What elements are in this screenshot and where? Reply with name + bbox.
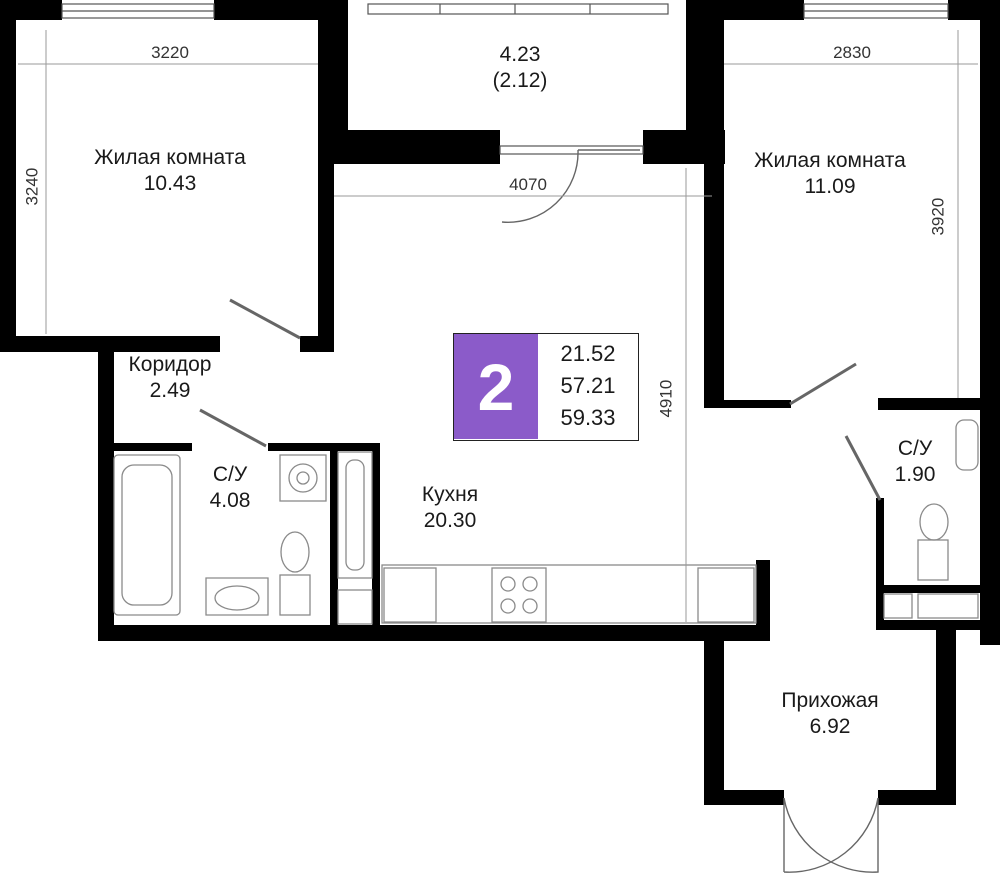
wall-segment [686,0,704,150]
wall-segment [713,400,791,408]
wall-segment [98,625,720,641]
wall-segment [704,0,724,408]
room-name: Прихожая [781,689,879,712]
door-leaf [844,435,882,501]
room-balcony: 4.23 (2.12) [440,42,600,95]
walls [0,0,1000,805]
wall-segment [704,625,724,805]
wall-segment [268,443,380,451]
wall-segment [214,0,348,20]
dim-living2-width: 2830 [833,43,871,62]
room-name: Кухня [421,483,479,506]
dim-living1-width: 3220 [151,43,189,62]
entrance-door-swing [783,797,879,873]
total-area: 57.21 [560,373,616,398]
dim-kitchen-width: 4070 [509,175,547,194]
wall-segment [330,0,348,150]
wall-segment [98,340,114,640]
toilet-icon [280,531,310,573]
wall-segment [300,336,334,352]
wall-segment [936,625,956,805]
summary-badge: 2 21.52 57.21 59.33 [453,333,639,441]
counter-icon [381,564,757,624]
windows [61,3,949,155]
wall-segment [704,790,784,805]
wall-segment [756,560,770,640]
wall-segment [980,0,1000,645]
room-area: 11.09 [804,175,856,199]
sink2-icon [955,419,979,471]
room-area: 6.92 [809,715,851,739]
wall-segment [114,443,192,451]
fixtures [113,419,979,625]
room-name: С/У [897,437,933,460]
room-hall: Прихожая 6.92 [760,688,900,741]
room-area-reduced: (2.12) [492,69,548,93]
wall-segment [0,0,16,352]
room-kitchen: Кухня 20.30 [390,482,510,535]
oven-icon [697,567,755,623]
kitchen-sink-icon [383,567,437,623]
stove-icon [491,567,547,623]
balcony-door-frame [499,145,644,155]
wall-segment [330,443,338,633]
wall-segment [876,585,1000,593]
room-area: 2.49 [149,379,191,403]
room-corridor: Коридор 2.49 [110,352,230,405]
wall-segment [372,443,380,633]
sink-icon [205,577,269,616]
dim-living1-depth: 3240 [22,167,42,206]
shelf2-icon [917,593,979,619]
room-name: С/У [212,463,248,486]
room-area: 20.30 [423,509,477,533]
total-area-with-balcony: 59.33 [560,405,616,430]
area-values: 21.52 57.21 59.33 [540,338,636,434]
room-living2: Жилая комната 11.09 [720,148,940,201]
room-area: 4.23 [499,43,541,66]
room-bath1: С/У 4.08 [180,462,280,515]
shelf-icon [337,451,373,579]
door-leaf [199,408,267,448]
room-living1: Жилая комната 10.43 [60,145,280,198]
dimension-lines [18,30,978,622]
dim-kitchen-depth: 4910 [656,379,676,418]
bathtub-icon [113,454,181,616]
boiler2-icon [883,593,913,619]
wall-segment [330,130,500,164]
dim-living2-depth: 3920 [928,197,948,236]
room-name: Жилая комната [94,146,246,169]
wall-segment [878,790,956,805]
wall-segment [876,498,884,630]
door-leaf [229,298,301,340]
living-area: 21.52 [560,341,616,366]
room-name: Коридор [128,353,212,376]
room-name: Жилая комната [754,149,906,172]
wall-segment [878,398,1000,410]
room-bath2: С/У 1.90 [880,436,950,489]
boiler-icon [337,589,373,625]
wall-segment [686,0,804,20]
room-area: 4.08 [209,489,251,513]
entrance-door-swing [783,797,879,873]
room-area: 1.90 [894,463,936,487]
doors [199,149,882,873]
door-leaf [789,362,857,406]
balcony-window [367,3,669,15]
toilet2-icon [919,503,949,541]
room-area: 10.43 [143,172,197,196]
washer-icon [279,454,327,502]
rooms-count: 2 [454,334,538,439]
bathtub-inner [121,464,173,606]
balcony-door-swing [501,149,579,223]
